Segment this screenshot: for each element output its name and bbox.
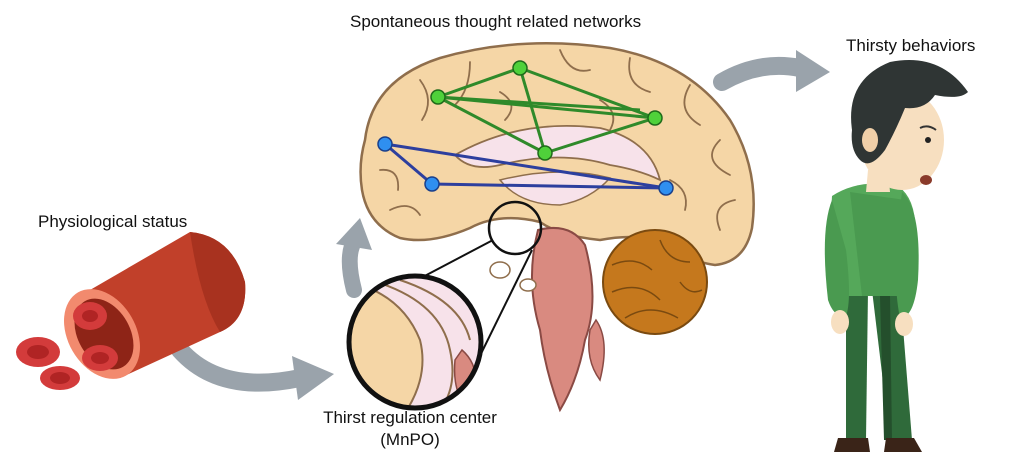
center-label-line1: Thirst regulation center xyxy=(300,408,520,428)
blood-cell xyxy=(40,366,80,390)
physio-label: Physiological status xyxy=(38,212,187,232)
thirsty-label: Thirsty behaviors xyxy=(846,36,975,56)
center-label-line2: (MnPO) xyxy=(300,430,520,450)
network-node xyxy=(378,137,392,151)
network-node xyxy=(538,146,552,160)
network-node xyxy=(513,61,527,75)
blood-cell xyxy=(16,337,60,367)
network-node xyxy=(425,177,439,191)
curved-arrow-icon xyxy=(336,218,372,290)
blood-cell xyxy=(73,302,107,330)
curved-arrow-icon xyxy=(180,350,334,400)
cerebellum xyxy=(603,230,707,334)
networks-label: Spontaneous thought related networks xyxy=(350,12,641,32)
blood-cell xyxy=(82,345,118,371)
sad-person-icon xyxy=(825,60,968,452)
curved-arrow-icon xyxy=(722,50,830,92)
network-node xyxy=(648,111,662,125)
network-node xyxy=(659,181,673,195)
brainstem xyxy=(532,228,593,410)
network-node xyxy=(431,90,445,104)
